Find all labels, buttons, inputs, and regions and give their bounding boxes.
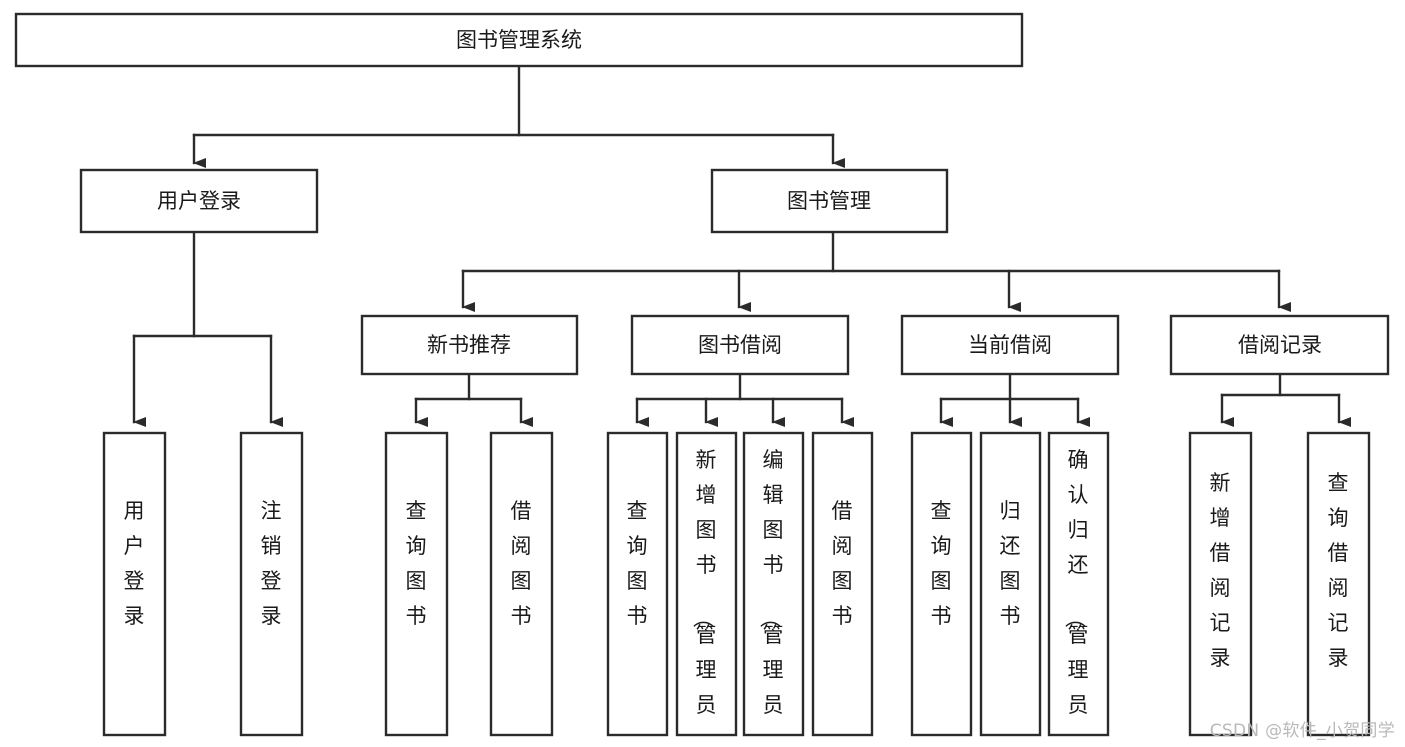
node-borrow-label: 图书借阅 xyxy=(698,333,782,357)
node-leaf-query-record-label: 查询借阅记录 xyxy=(1328,471,1349,670)
node-root-box[interactable] xyxy=(14,12,1024,68)
node-leaf-edit-book[interactable]: 编辑图书（管理员） xyxy=(742,431,805,747)
node-leaf-add-record-label: 新增借阅记录 xyxy=(1210,471,1231,670)
node-bookmgmt-label: 图书管理 xyxy=(787,189,871,213)
node-leaf-borrow-book-1[interactable]: 借阅图书 xyxy=(489,431,554,737)
node-leaf-edit-book-box[interactable] xyxy=(742,431,805,737)
node-root-label: 图书管理系统 xyxy=(456,28,582,52)
node-leaf-query-record-box[interactable] xyxy=(1306,431,1371,737)
node-record-label: 借阅记录 xyxy=(1238,333,1322,357)
node-leaf-query-book-3-box[interactable] xyxy=(910,431,973,737)
node-record[interactable]: 借阅记录 xyxy=(1169,314,1390,376)
node-borrow[interactable]: 图书借阅 xyxy=(630,314,850,376)
node-leaf-edit-book-label: 编辑图书（管理员） xyxy=(758,448,784,747)
node-leaf-confirm-return-box[interactable] xyxy=(1047,431,1110,737)
node-leaf-query-book-1-label: 查询图书 xyxy=(406,499,427,628)
node-leaf-borrow-book-2-box[interactable] xyxy=(811,431,874,737)
node-newbook-box[interactable] xyxy=(360,314,579,376)
node-leaf-query-book-2-box[interactable] xyxy=(606,431,669,737)
node-leaf-query-book-1-box[interactable] xyxy=(384,431,449,737)
node-leaf-return-book-box[interactable] xyxy=(979,431,1042,737)
node-leaf-return-book[interactable]: 归还图书 xyxy=(979,431,1042,737)
connectors-bookmgmt-to-level3 xyxy=(461,230,1291,312)
node-leaf-logout-login-box[interactable] xyxy=(239,431,304,737)
node-leaf-add-record[interactable]: 新增借阅记录 xyxy=(1188,431,1253,737)
node-leaf-query-book-3[interactable]: 查询图书 xyxy=(910,431,973,737)
node-leaf-query-book-2[interactable]: 查询图书 xyxy=(606,431,669,737)
node-root[interactable]: 图书管理系统 xyxy=(14,12,1024,68)
node-leaf-query-book-2-label: 查询图书 xyxy=(627,499,648,628)
node-borrow-box[interactable] xyxy=(630,314,850,376)
node-leaf-query-book-3-label: 查询图书 xyxy=(931,499,952,628)
node-leaf-add-book-label: 新增图书（管理员） xyxy=(691,448,717,747)
node-leaf-add-book[interactable]: 新增图书（管理员） xyxy=(675,431,738,747)
node-leaf-return-book-label: 归还图书 xyxy=(1000,499,1021,628)
node-leaf-borrow-book-1-label: 借阅图书 xyxy=(511,499,532,628)
connectors-level1-to-2 xyxy=(192,64,845,168)
node-leaf-user-login-box[interactable] xyxy=(102,431,167,737)
node-current[interactable]: 当前借阅 xyxy=(900,314,1120,376)
node-newbook[interactable]: 新书推荐 xyxy=(360,314,579,376)
node-leaf-confirm-return-label: 确认归还（管理员） xyxy=(1063,448,1089,747)
node-leaf-logout-login[interactable]: 注销登录 xyxy=(239,431,304,737)
node-newbook-label: 新书推荐 xyxy=(427,333,511,357)
connectors-newbook-to-leaves xyxy=(414,372,533,427)
node-leaf-borrow-book-1-box[interactable] xyxy=(489,431,554,737)
node-leaf-borrow-book-2[interactable]: 借阅图书 xyxy=(811,431,874,737)
node-leaf-user-login[interactable]: 用户登录 xyxy=(102,431,167,737)
node-leaf-user-login-label: 用户登录 xyxy=(124,499,145,628)
node-bookmgmt-box[interactable] xyxy=(710,168,949,234)
node-login-label: 用户登录 xyxy=(157,189,241,213)
node-leaf-add-book-box[interactable] xyxy=(675,431,738,737)
node-login[interactable]: 用户登录 xyxy=(79,168,319,234)
node-leaf-query-record[interactable]: 查询借阅记录 xyxy=(1306,431,1371,737)
node-leaf-logout-login-label: 注销登录 xyxy=(261,499,282,628)
node-leaf-query-book-1[interactable]: 查询图书 xyxy=(384,431,449,737)
connectors-record-to-leaves xyxy=(1220,372,1351,427)
node-leaf-borrow-book-2-label: 借阅图书 xyxy=(832,499,853,628)
node-leaf-add-record-box[interactable] xyxy=(1188,431,1253,737)
connectors-login-to-leaves xyxy=(132,230,283,427)
connectors-borrow-to-leaves xyxy=(635,372,854,427)
node-login-box[interactable] xyxy=(79,168,319,234)
node-current-box[interactable] xyxy=(900,314,1120,376)
node-bookmgmt[interactable]: 图书管理 xyxy=(710,168,949,234)
node-current-label: 当前借阅 xyxy=(968,333,1052,357)
connectors-current-to-leaves xyxy=(939,372,1090,427)
node-record-box[interactable] xyxy=(1169,314,1390,376)
node-leaf-confirm-return[interactable]: 确认归还（管理员） xyxy=(1047,431,1110,747)
